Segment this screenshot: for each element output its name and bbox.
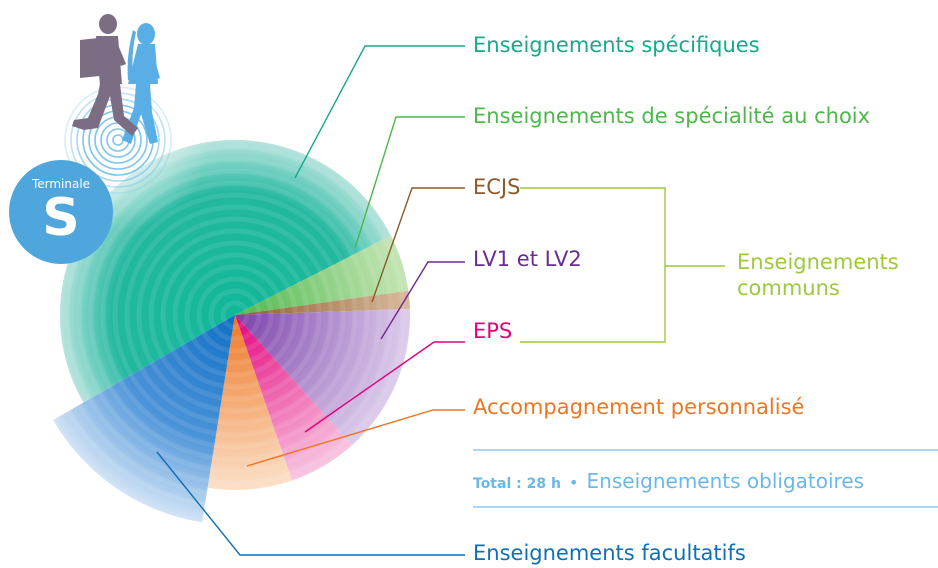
walking-students-icon [72,14,160,144]
ring [112,192,358,438]
leader-lines [156,45,938,556]
total-hours: Total : 28 h [473,476,561,492]
label-lv1-lv2: LV1 et LV2 [473,247,582,271]
label-enseignements-facultatifs: Enseignements facultatifs [473,541,746,565]
slice-ecjs: ECJS [235,290,410,315]
leader-lv [380,261,465,340]
label-eps: EPS [473,319,513,343]
ring [64,144,406,486]
leader-accompagnement [246,409,465,467]
ring [184,264,286,366]
ring [124,204,346,426]
bracket-communs [520,187,666,343]
ring [100,180,370,450]
total-line: Total : 28 h • Enseignements obligatoire… [473,469,864,493]
leader-specifiques [294,45,465,179]
total-text: Enseignements obligatoires [586,469,865,493]
slice-lv1-lv2: LV1 et LV2 [235,308,411,446]
concentric-rings [40,120,430,510]
label-enseignements-communs: Enseignements communs [737,250,899,300]
slice-accompagnement: Accompagnement personnalisé [207,315,292,490]
slice-eps: EPS [235,315,353,481]
label-accompagnement-personnalise: Accompagnement personnalisé [473,395,805,419]
label-ecjs: ECJS [473,175,521,199]
leader-eps [304,341,465,433]
label-enseignements-specifiques: Enseignements spécifiques [473,33,760,57]
ring [88,168,382,462]
ring [148,228,322,402]
ring [136,216,334,414]
badge-level: Terminale [31,177,91,191]
ring [172,252,298,378]
ring [208,288,262,342]
ring [40,120,430,510]
ring [76,156,394,474]
ring [220,300,250,330]
terminale-s-badge: Terminale S [9,160,113,264]
ring [52,132,418,498]
total-bullet: • [569,473,579,492]
leader-ecjs [371,187,465,303]
leader-specialite [354,116,465,249]
slice-enseignements-specialite: Enseignements de spécialité au choix [235,235,409,315]
leader-facultatifs [156,451,465,556]
ring [196,276,274,354]
badge-series: S [42,188,80,248]
label-enseignements-specialite: Enseignements de spécialité au choix [473,104,871,128]
slice-enseignements-facultatifs: Enseignements facultatifs [53,315,235,523]
ring [160,240,310,390]
